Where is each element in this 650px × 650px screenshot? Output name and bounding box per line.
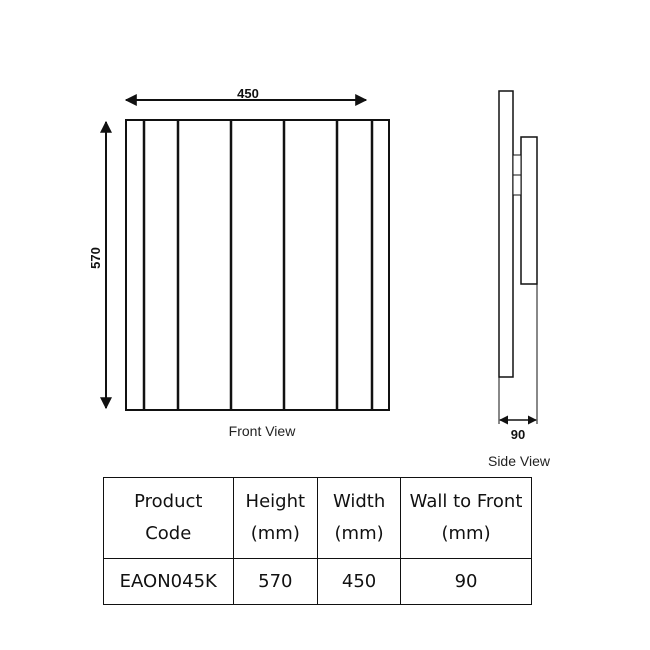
- front-height-dimension: 570: [88, 120, 112, 410]
- cell-width: 450: [317, 558, 402, 605]
- header-product-code: Product Code: [103, 477, 234, 559]
- cell-height: 570: [232, 558, 319, 605]
- front-width-dimension: 450: [124, 86, 368, 106]
- depth-dimension-label: 90: [511, 427, 525, 442]
- side-view-profile: 90: [498, 90, 538, 442]
- table-header-row: Product Code Height (mm) Width (mm) Wall…: [103, 477, 532, 559]
- header-text: Wall to Front: [409, 491, 523, 512]
- cell-product-code: EAON045K: [103, 558, 234, 605]
- header-height: Height (mm): [232, 477, 319, 559]
- side-front-panel: [498, 90, 514, 378]
- header-text: Product: [134, 491, 203, 512]
- header-width: Width (mm): [317, 477, 402, 559]
- header-text: Code: [145, 523, 192, 544]
- header-text: (mm): [250, 523, 300, 544]
- side-wall-bracket: [520, 136, 538, 285]
- cell-wall-to-front: 90: [400, 558, 532, 605]
- header-text: (mm): [441, 523, 491, 544]
- height-dimension-label: 570: [88, 247, 103, 269]
- panel-outline: [125, 119, 390, 411]
- front-view-caption: Front View: [229, 423, 297, 439]
- specification-table: Product Code Height (mm) Width (mm) Wall…: [103, 477, 532, 605]
- header-text: Width: [332, 491, 386, 512]
- width-dimension-label: 450: [237, 86, 259, 101]
- header-text: Height: [245, 491, 306, 512]
- header-text: (mm): [334, 523, 384, 544]
- header-wall-to-front: Wall to Front (mm): [400, 477, 532, 559]
- table-row: EAON045K 570 450 90: [103, 558, 532, 605]
- front-view-panel: [125, 119, 390, 411]
- side-view-caption: Side View: [488, 453, 551, 469]
